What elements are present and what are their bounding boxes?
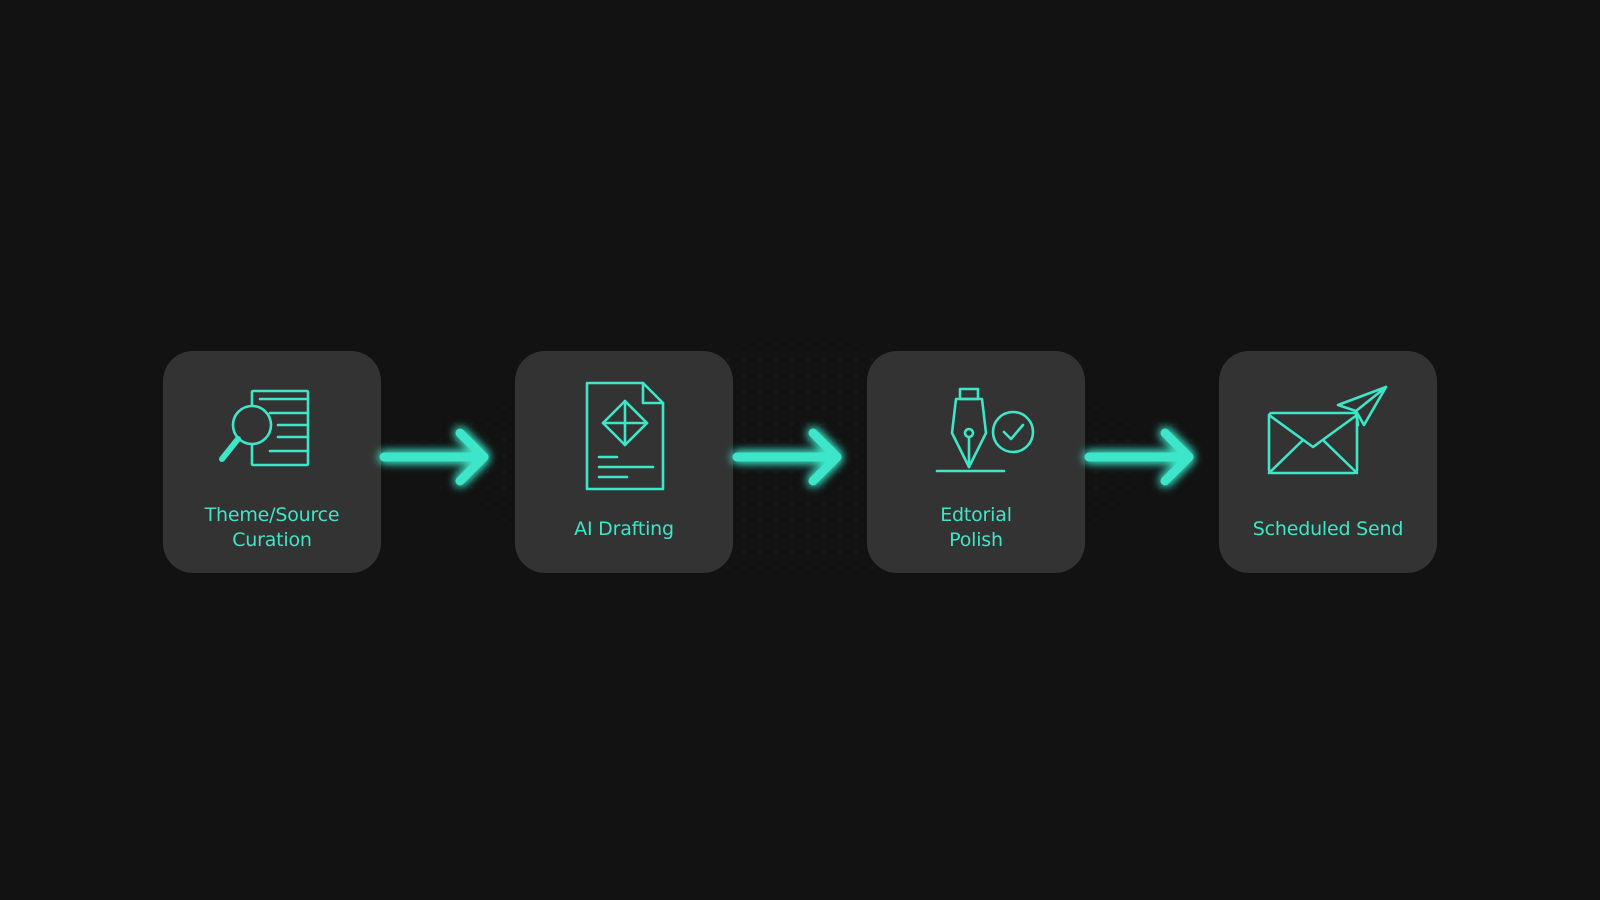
document-diamond-icon: [585, 381, 665, 491]
arrow-right-icon: [1084, 428, 1194, 486]
step-scheduled-send: Scheduled Send: [1219, 351, 1437, 573]
arrow-right-icon: [732, 428, 842, 486]
step-label: AI Drafting: [574, 518, 674, 540]
envelope-paper-plane-icon: [1267, 385, 1388, 475]
step-label: Scheduled Send: [1252, 518, 1404, 540]
step-editorial-polish: Edtorial Polish: [867, 351, 1085, 573]
pen-nib-check-icon: [935, 387, 1035, 473]
magnifier-list-icon: [219, 389, 310, 467]
step-label: Theme/Source Curation: [204, 504, 340, 551]
step-label: Edtorial Polish: [940, 504, 1012, 551]
arrow-right-icon: [379, 428, 489, 486]
step-ai-drafting: AI Drafting: [515, 351, 733, 573]
step-theme-source-curation: Theme/Source Curation: [163, 351, 381, 573]
